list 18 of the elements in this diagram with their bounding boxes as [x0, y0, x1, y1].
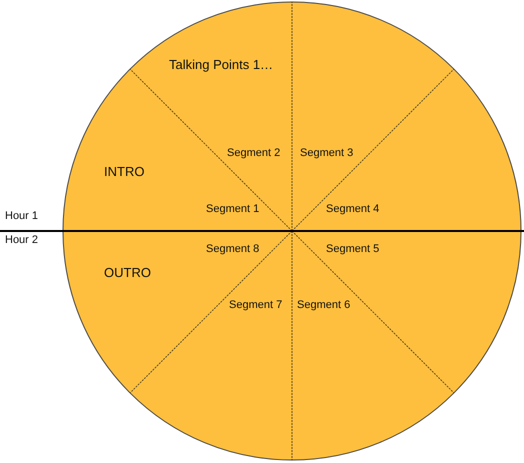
segment-label: Segment 2: [227, 147, 280, 161]
hour-label: Hour 1: [5, 210, 38, 224]
segment-label: Segment 6: [297, 299, 350, 313]
segment-label: Segment 7: [229, 299, 282, 313]
pie-wedge: [62, 230, 293, 394]
segment-label: Segment 4: [326, 203, 380, 217]
segment-label: Segment 5: [326, 243, 380, 257]
pie-wedge: [291, 230, 455, 461]
segment-label: Segment 1: [206, 203, 260, 217]
section-label: OUTRO: [104, 265, 151, 281]
hour-label: Hour 2: [5, 234, 38, 248]
segment-label: Segment 8: [206, 243, 260, 257]
pie-wedge: [291, 68, 522, 232]
topic-label: Talking Points 1…: [169, 57, 274, 73]
pie-wedge: [291, 1, 455, 232]
segment-label: Segment 3: [300, 147, 354, 161]
section-label: INTRO: [104, 164, 144, 180]
pie-wedge: [291, 230, 522, 394]
